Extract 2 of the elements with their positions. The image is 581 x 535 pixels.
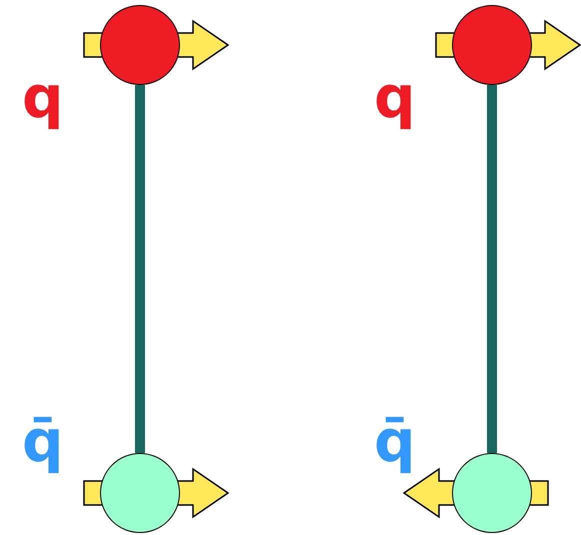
line (487, 85, 497, 453)
line (135, 85, 145, 453)
